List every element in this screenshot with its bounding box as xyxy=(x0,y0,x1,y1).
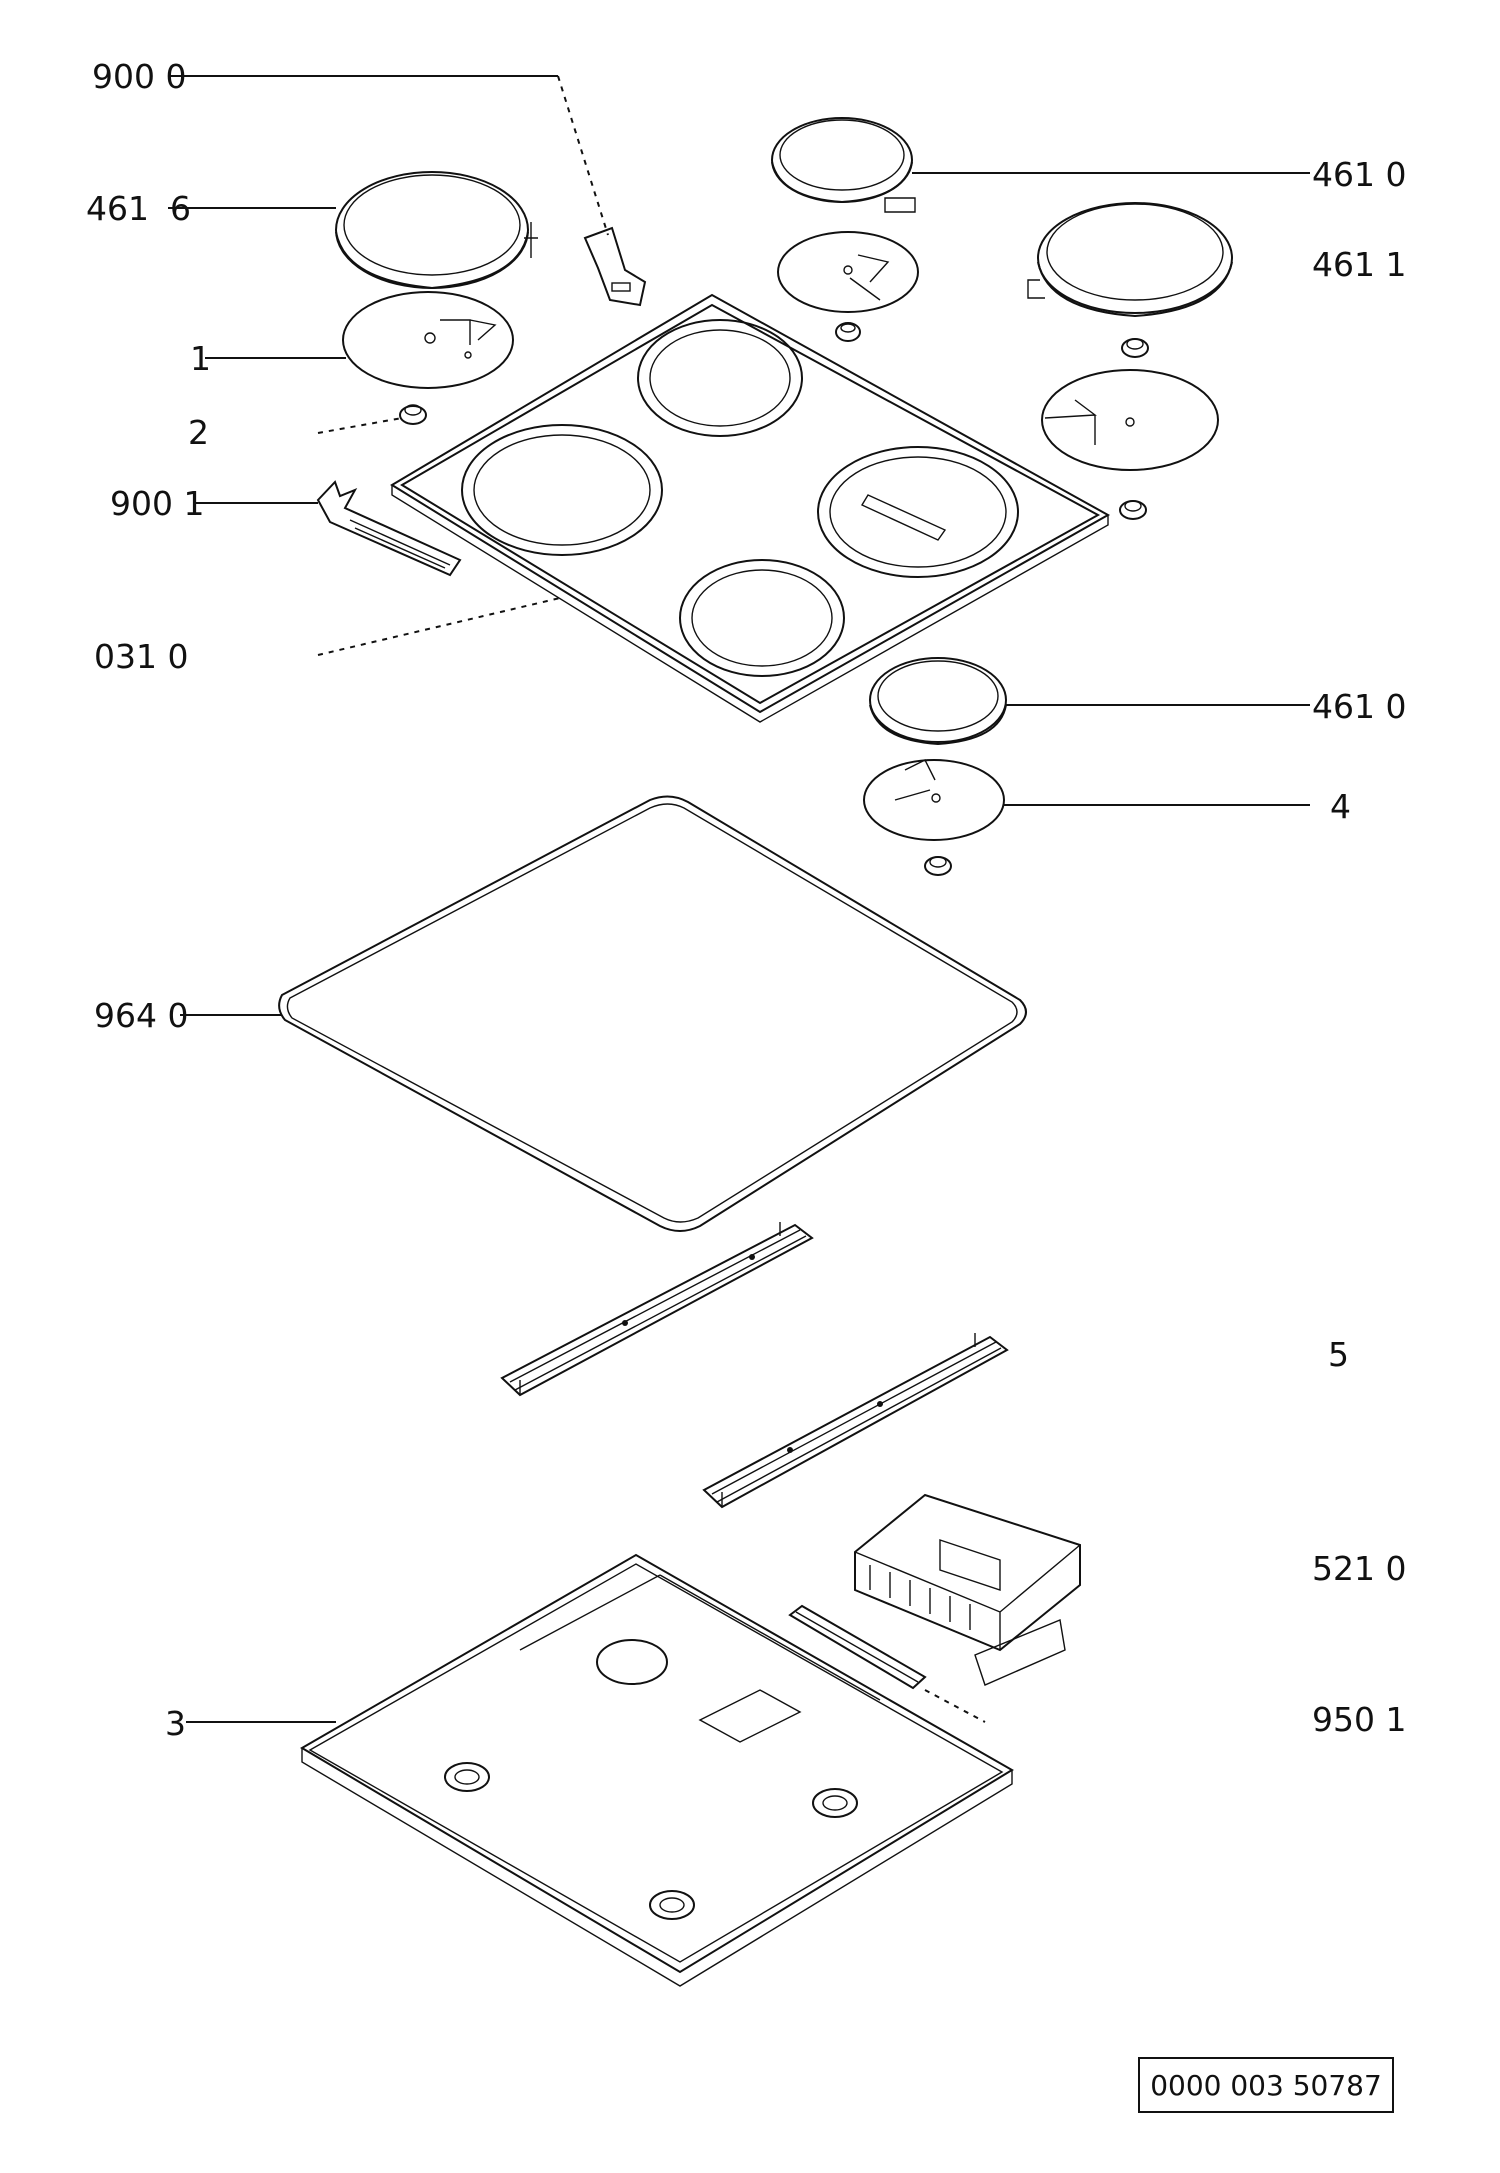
seal-964-0 xyxy=(278,795,1027,1232)
switch-block-521-0 xyxy=(854,1493,1081,1686)
label-950-1: 950 1 xyxy=(1312,1700,1406,1739)
base-tray-3 xyxy=(300,1553,1014,1987)
nut-4 xyxy=(924,856,952,876)
insulation-disc-4 xyxy=(863,759,1005,841)
hotplate-461-0-mid xyxy=(869,657,1007,746)
label-461-1: 461 1 xyxy=(1312,245,1406,284)
label-2: 2 xyxy=(188,413,209,452)
cooktop-frame-031-0 xyxy=(390,293,1111,723)
reference-number: 0000 003 50787 xyxy=(1150,2068,1382,2102)
hotplate-461-1 xyxy=(1027,202,1233,318)
label-031-0: 031 0 xyxy=(94,637,188,676)
bracket-900-1 xyxy=(316,480,462,577)
label-964-0: 964 0 xyxy=(94,996,188,1035)
insulation-disc-1 xyxy=(342,291,514,389)
rail-5-upper xyxy=(500,1222,814,1397)
nut-top-right xyxy=(835,322,861,342)
nut-2 xyxy=(399,404,427,425)
part-labels: 900 0 461 6 1 2 900 1 031 0 461 0 461 1 … xyxy=(86,57,1406,1743)
leader-lines xyxy=(168,75,1310,1723)
label-461-0-mid: 461 0 xyxy=(1312,687,1406,726)
label-461-0-top: 461 0 xyxy=(1312,155,1406,194)
insulation-disc-top-right xyxy=(777,231,919,313)
nut-right xyxy=(1119,500,1147,520)
label-1: 1 xyxy=(190,339,211,378)
label-3: 3 xyxy=(165,1704,186,1743)
label-521-0: 521 0 xyxy=(1312,1549,1406,1588)
nut-461-1 xyxy=(1121,338,1149,358)
hotplate-461-6 xyxy=(335,171,538,290)
label-5: 5 xyxy=(1328,1335,1349,1374)
label-4: 4 xyxy=(1330,787,1351,826)
strip-950-1 xyxy=(788,1604,986,1723)
bracket-900-0 xyxy=(583,226,647,307)
label-900-0: 900 0 xyxy=(92,57,186,96)
label-461-6: 461 6 xyxy=(86,189,191,228)
rail-5-lower xyxy=(702,1333,1009,1509)
hotplate-461-0-top xyxy=(771,117,916,213)
label-900-1: 900 1 xyxy=(110,484,204,523)
insulation-disc-right xyxy=(1041,369,1219,471)
reference-number-box: 0000 003 50787 xyxy=(1138,2057,1394,2113)
